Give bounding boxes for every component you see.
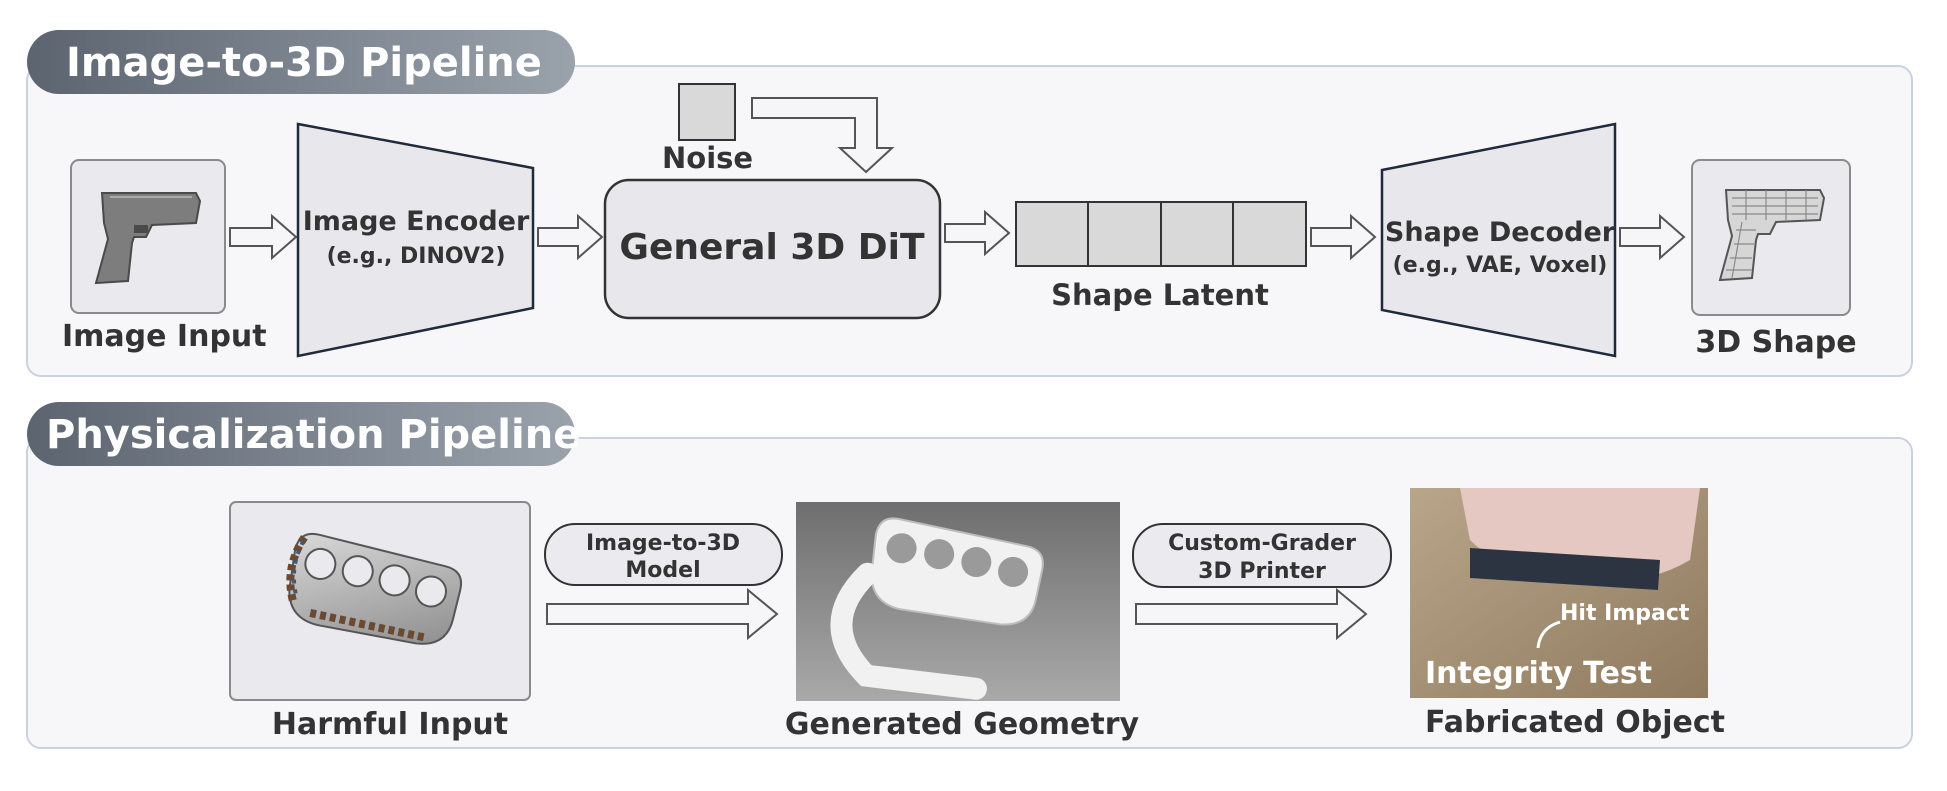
- printed-knuckles-icon: [830, 517, 1044, 700]
- flow-arrow-1: [229, 213, 298, 261]
- shape-latent-label: Shape Latent: [1051, 278, 1269, 312]
- flow-arrow-7: [1135, 587, 1368, 641]
- pistol-icon: [94, 192, 202, 285]
- image-encoder-block: [296, 122, 535, 358]
- image-encoder-title: Image Encoder: [303, 206, 530, 237]
- top-panel-title-tab: [27, 30, 575, 94]
- dit-label: General 3D DiT: [619, 227, 925, 268]
- harmful-input-thumbnail: [229, 501, 531, 701]
- image-encoder-subtitle: (e.g., DINOV2): [327, 244, 506, 269]
- flow-arrow-6: [546, 587, 779, 641]
- generated-geometry-label: Generated Geometry: [785, 707, 1140, 742]
- flow-arrow-2: [537, 213, 604, 261]
- integrity-test-label: Integrity Test: [1425, 656, 1652, 691]
- printer-pill-line2: 3D Printer: [1198, 559, 1326, 584]
- model-pill-line2: Model: [625, 558, 700, 583]
- bottom-panel-title: Physicalization Pipeline: [46, 412, 580, 458]
- flow-arrow-3: [944, 209, 1011, 257]
- model-pill-line1: Image-to-3D: [586, 531, 740, 556]
- noise-arrow: [751, 97, 895, 174]
- shape-decoder-block: [1380, 122, 1617, 358]
- fabricated-object-photo: [1410, 488, 1708, 698]
- bottom-panel: Physicalization Pipeline Harmful Input I…: [26, 402, 1913, 749]
- image-input-label: Image Input: [62, 319, 267, 354]
- harmful-input-label: Harmful Input: [272, 707, 508, 742]
- fabricated-object-label: Fabricated Object: [1425, 705, 1725, 740]
- top-panel-title: Image-to-3D Pipeline: [66, 40, 542, 86]
- knuckles-in-hand: [1470, 548, 1660, 590]
- brass-knuckles-icon: [286, 532, 463, 645]
- impact-arrow: [1536, 620, 1561, 649]
- image-to-3d-model-pill: [544, 523, 783, 586]
- custom-grader-printer-pill: [1132, 523, 1392, 588]
- pistol-wireframe-icon: [1718, 189, 1826, 282]
- noise-block: [678, 83, 736, 141]
- noise-label: Noise: [662, 141, 753, 175]
- flow-arrow-4: [1310, 213, 1377, 261]
- shape-output-label: 3D Shape: [1695, 325, 1856, 360]
- printer-pill-line1: Custom-Grader: [1168, 531, 1356, 556]
- shape-latent-block: [1015, 201, 1307, 267]
- flow-arrow-5: [1619, 213, 1686, 261]
- dit-block: [603, 178, 942, 320]
- bottom-panel-title-tab: [27, 402, 575, 466]
- image-input-thumbnail: [70, 159, 226, 314]
- shape-decoder-title: Shape Decoder: [1385, 217, 1616, 248]
- generated-geometry-image: [796, 502, 1120, 701]
- top-panel: Image-to-3D Pipeline Image Input Image E…: [26, 30, 1913, 377]
- shape-output-thumbnail: [1691, 159, 1851, 316]
- shape-decoder-subtitle: (e.g., VAE, Voxel): [1393, 253, 1608, 278]
- hit-impact-label: Hit Impact: [1560, 601, 1690, 626]
